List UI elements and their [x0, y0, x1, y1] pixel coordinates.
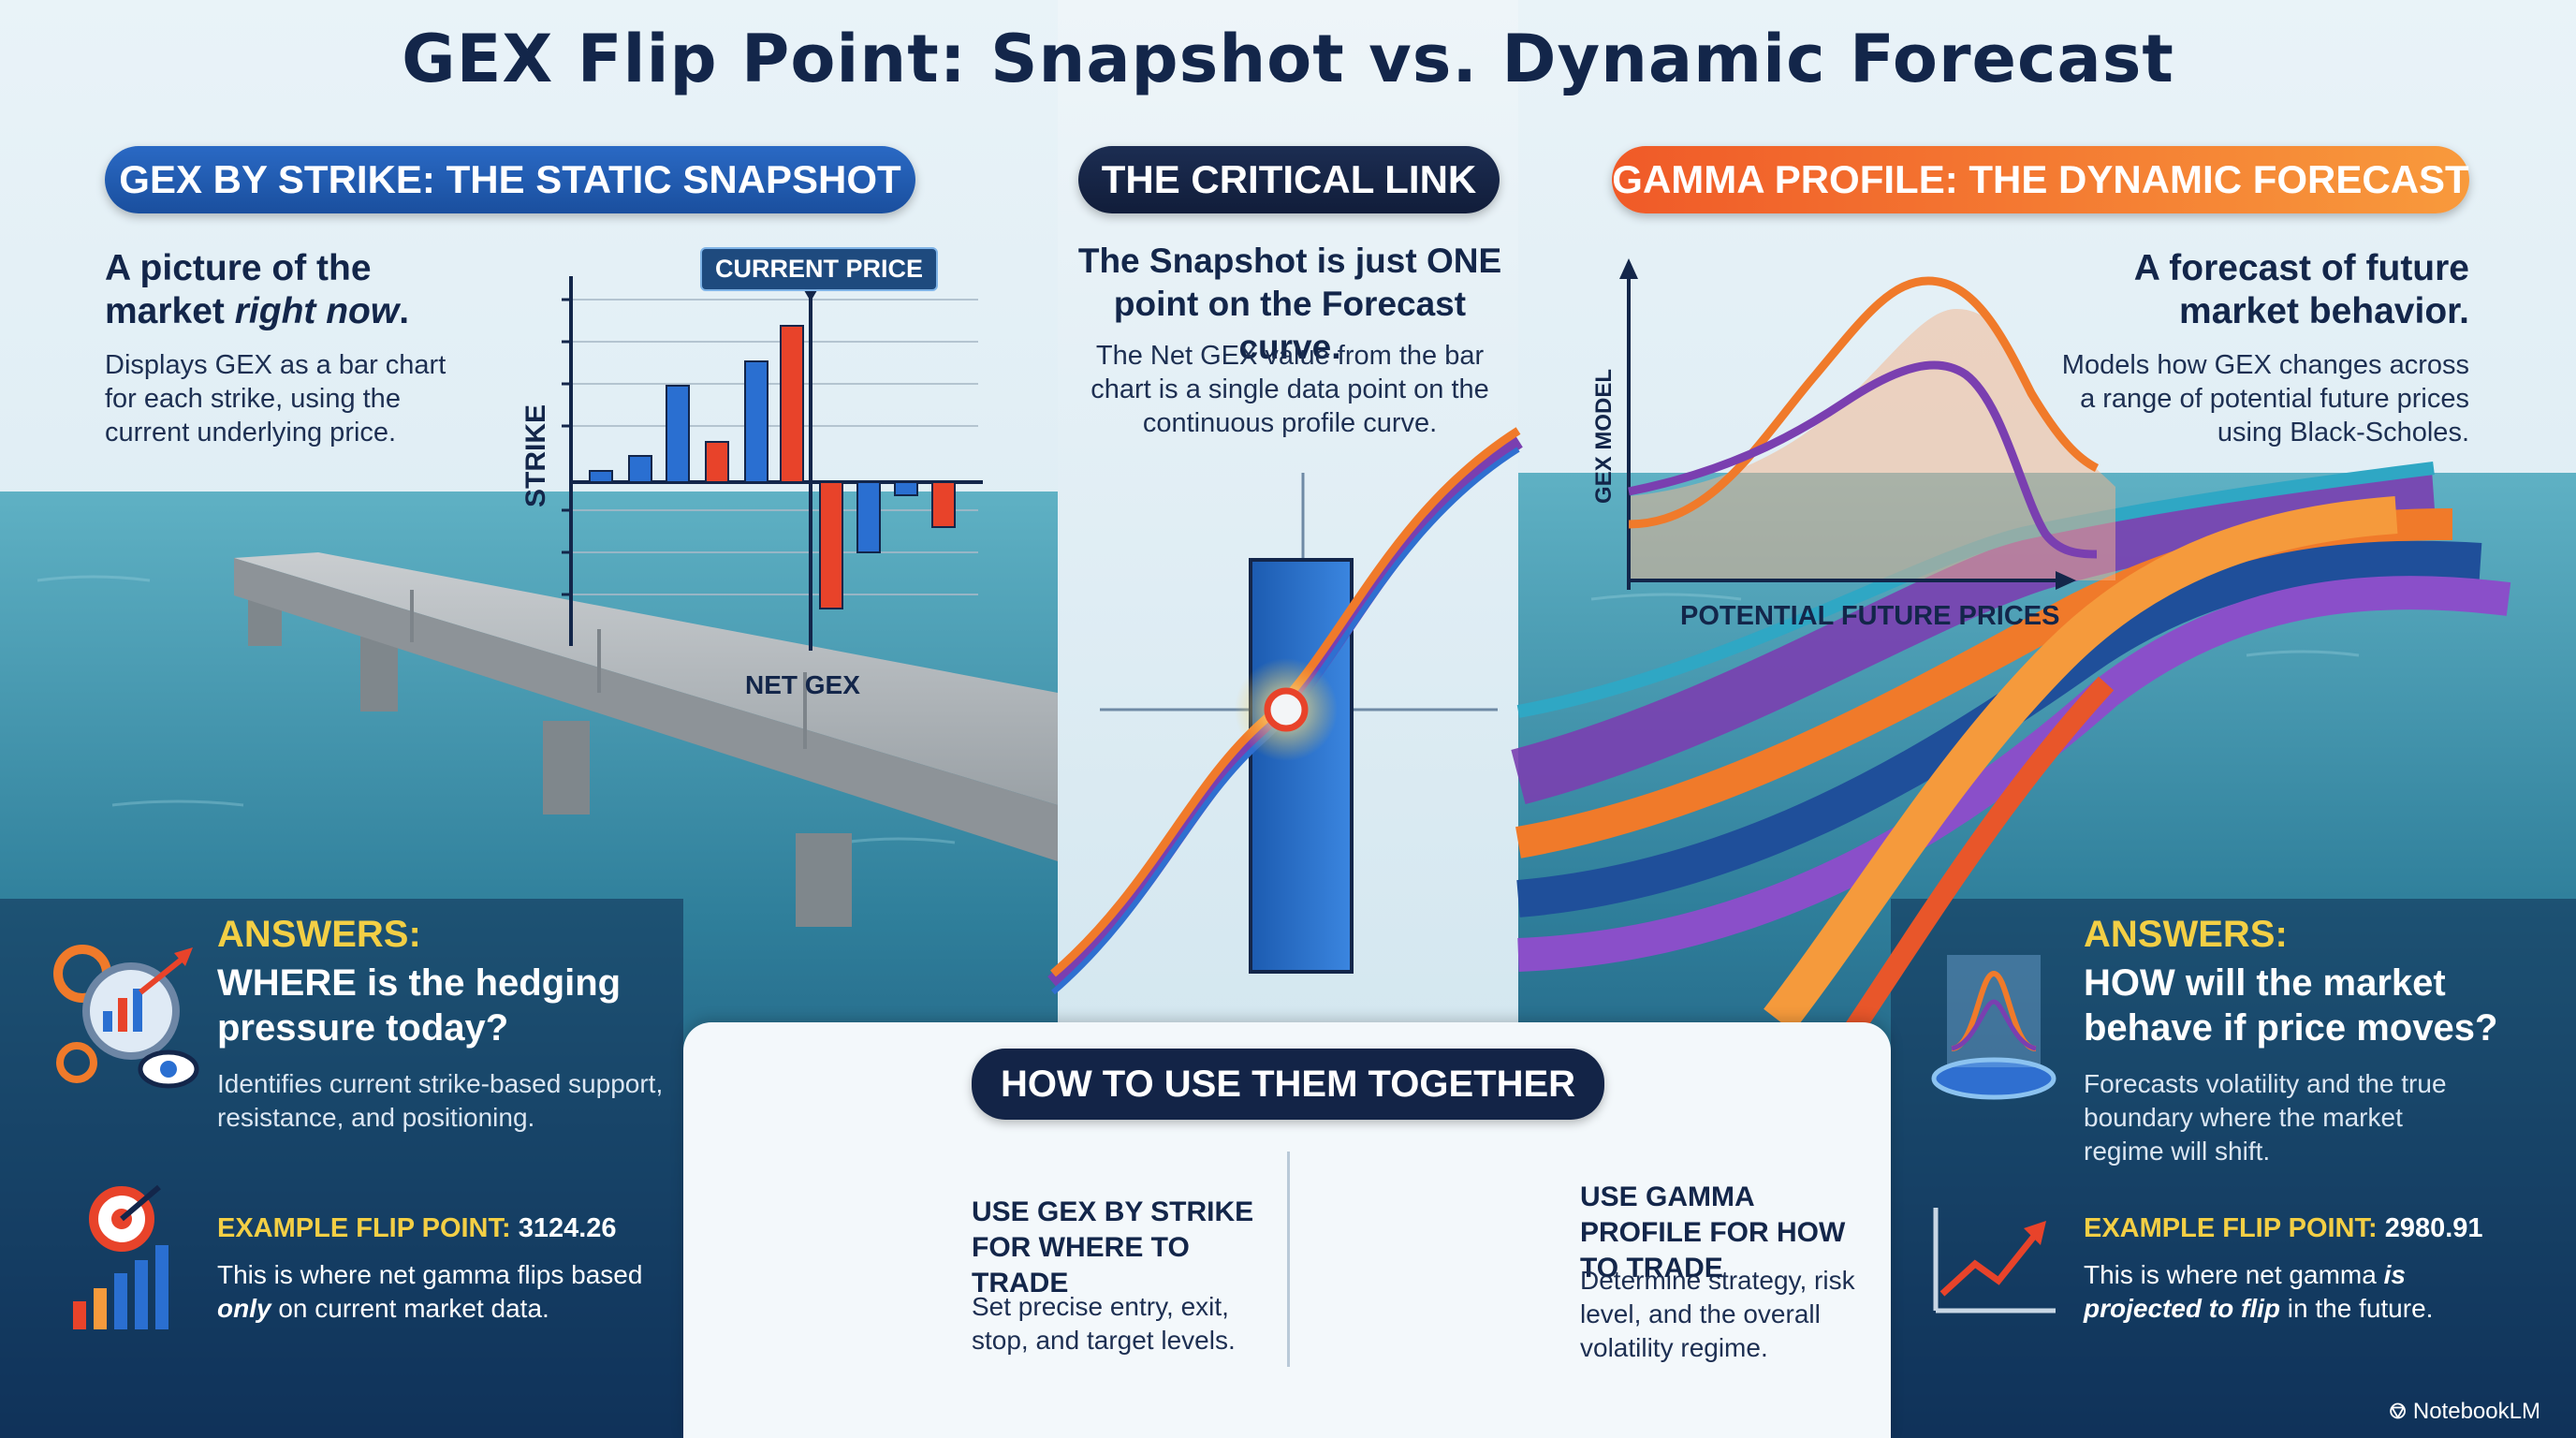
- how-to-trade-title: USE GAMMA PROFILE FOR HOW TO TRADE: [1580, 1181, 1846, 1284]
- section-header-together: HOW TO USE THEM TOGETHER: [972, 1049, 1604, 1120]
- section-header-snapshot: GEX BY STRIKE: THE STATIC SNAPSHOT: [105, 146, 915, 213]
- critical-link-diagram: [1047, 427, 1523, 995]
- net-gex-axis-label: NET GEX: [745, 670, 860, 699]
- answers-detail-right: Forecasts volatility and the true bounda…: [2084, 1069, 2447, 1166]
- concrete-pier: [234, 552, 1058, 927]
- flip-desc-right: This is where net gamma is projected to …: [2084, 1260, 2434, 1323]
- flip-desc-left: This is where net gamma flips based only…: [217, 1260, 643, 1323]
- strike-axis-label: STRIKE: [520, 404, 552, 508]
- flip-point-right: EXAMPLE FLIP POINT: 2980.91: [2084, 1213, 2483, 1243]
- flip-point-left: EXAMPLE FLIP POINT: 3124.26: [217, 1213, 617, 1243]
- current-price-tag: CURRENT PRICE: [700, 247, 939, 291]
- answers-label-left: ANSWERS:: [217, 914, 421, 955]
- profile-ribbons: [1511, 462, 2511, 1036]
- rising-chart-icon: [1933, 1208, 2056, 1313]
- forecast-description: Models how GEX changes across a range of…: [2061, 350, 2469, 448]
- answers-question-right: HOW will the market behave if price move…: [2084, 962, 2498, 1049]
- gex-model-axis-label: GEX MODEL: [1591, 368, 1617, 505]
- where-to-trade-desc: Set precise entry, exit, stop, and targe…: [972, 1292, 1236, 1355]
- page-title: GEX Flip Point: Snapshot vs. Dynamic For…: [402, 21, 2174, 97]
- where-to-trade-title: USE GEX BY STRIKE FOR WHERE TO TRADE: [972, 1196, 1254, 1299]
- answers-detail-left: Identifies current strike-based support,…: [217, 1069, 664, 1132]
- gamma-profile-chart: [1619, 258, 2115, 590]
- snapshot-headline: A picture of the market right now.: [105, 248, 410, 331]
- section-header-dynamic-forecast: GAMMA PROFILE: THE DYNAMIC FORECAST: [1612, 146, 2469, 213]
- notebooklm-logo-icon: ⎊: [2389, 1399, 2413, 1424]
- critical-link-description: The Net GEX value from the bar chart is …: [1090, 341, 1489, 438]
- target-growth-icon: [73, 1184, 168, 1329]
- snapshot-description: Displays GEX as a bar chart for each str…: [105, 350, 446, 448]
- section-header-critical-link: THE CRITICAL LINK: [1078, 146, 1500, 213]
- gear-magnifier-icon: [53, 945, 199, 1089]
- future-prices-axis-label: POTENTIAL FUTURE PRICES: [1680, 601, 2060, 631]
- gex-bar-chart: [562, 276, 983, 651]
- together-divider: [1287, 1152, 1290, 1367]
- critical-link-headline: The Snapshot is just ONE point on the Fo…: [1077, 242, 1502, 366]
- answers-label-right: ANSWERS:: [2084, 914, 2288, 955]
- hologram-gauge-icon: [1931, 955, 2056, 1100]
- how-to-trade-desc: Determine strategy, risk level, and the …: [1580, 1266, 1855, 1362]
- notebooklm-branding: ⎊ NotebookLM: [2389, 1399, 2540, 1424]
- answers-question-left: WHERE is the hedging pressure today?: [217, 962, 622, 1049]
- forecast-headline: A forecast of future market behavior.: [2133, 248, 2469, 331]
